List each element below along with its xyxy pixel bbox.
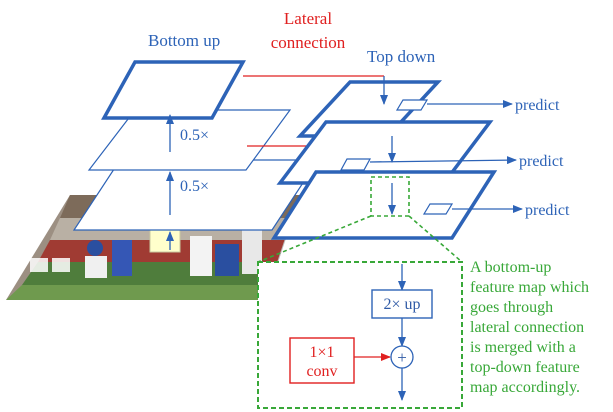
predict-arrow-2 xyxy=(369,156,517,165)
upsample-label: 2× up xyxy=(383,296,420,313)
detail-frame xyxy=(257,261,463,409)
merge-detail: 2× up 1×1 conv + xyxy=(257,261,463,409)
anchor-box-2 xyxy=(339,158,372,171)
top-down-level-3 xyxy=(270,170,498,240)
top-down-title: Top down xyxy=(367,47,436,66)
predict-label-2: predict xyxy=(519,153,564,170)
upsample-box xyxy=(371,289,433,319)
scale-label-upper: 0.5× xyxy=(180,127,209,144)
lateral-title-line1: Lateral xyxy=(284,9,332,28)
merge-add-symbol: + xyxy=(397,348,407,367)
bottom-up-level-2 xyxy=(87,109,292,171)
scale-label-lower: 0.5× xyxy=(180,178,209,195)
predict-label-3: predict xyxy=(525,202,570,219)
explanation-note: A bottom-up feature map which goes throu… xyxy=(470,259,589,396)
note-line: top-down feature xyxy=(470,359,580,376)
note-line: map accordingly. xyxy=(470,379,580,396)
predict-label-1: predict xyxy=(515,97,560,114)
note-line: is merged with a xyxy=(470,339,576,356)
note-line: goes through xyxy=(470,299,553,316)
note-line: feature map which xyxy=(470,279,589,296)
lateral-title-line2: connection xyxy=(271,33,346,52)
note-line: A bottom-up xyxy=(470,259,551,276)
zoom-guide-right xyxy=(408,215,463,263)
conv-label-line1: 1×1 xyxy=(309,344,334,361)
bottom-up-pathway: 0.5× 0.5× xyxy=(72,60,320,250)
highlight-region xyxy=(370,176,410,217)
note-line: lateral connection xyxy=(470,319,584,336)
conv-box xyxy=(289,337,355,384)
anchor-box-1 xyxy=(395,99,429,111)
top-down-pathway: predict predict predict xyxy=(270,76,570,240)
conv-label-line2: conv xyxy=(306,363,337,380)
zoom-guide-left xyxy=(257,215,372,263)
anchor-box-3 xyxy=(422,203,454,215)
bottom-up-level-3 xyxy=(101,60,246,120)
bottom-up-title: Bottom up xyxy=(148,31,220,50)
